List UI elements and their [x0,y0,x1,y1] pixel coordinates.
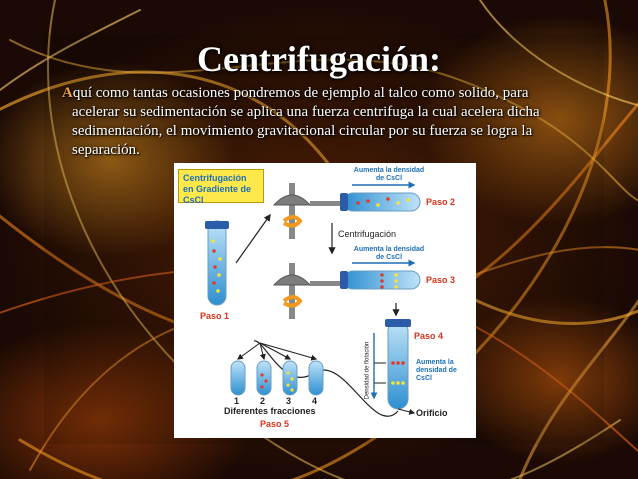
slide-body-text: Aquí como tantas ocasiones pondremos de … [62,84,582,160]
fraction-number-3: 3 [286,396,292,406]
paso4-tube [370,319,416,415]
body-line-3: sedimentación, el movimiento gravitacion… [72,123,533,139]
density-label-right: Aumenta la densidad de CsCl [416,359,457,382]
body-drop-letter: A [62,85,73,101]
rotor-top [272,181,421,239]
paso1-label: Paso 1 [200,311,230,321]
paso5-label: Paso 5 [260,419,290,429]
different-fractions-label: Diferentes fracciones [224,406,316,416]
paso4-label: Paso 4 [414,331,444,341]
cscl-centrifugation-diagram: Centrifugación en Gradiente de CsCl Aume… [174,163,476,438]
paso3-label: Paso 3 [426,275,456,285]
slide-title: Centrifugación: [197,39,441,79]
fraction-tubes [230,342,324,396]
gradient-title-box: Centrifugación en Gradiente de CsCl [178,169,264,205]
fraction-number-4: 4 [312,396,318,406]
density-label-top: Aumenta la densidad de CsCl [353,167,425,182]
diagram-drawing [205,181,421,417]
paso1-tube [205,220,229,306]
paso2-label: Paso 2 [426,197,456,207]
rotor-middle [272,259,421,319]
fraction-number-1: 1 [234,396,240,406]
fraction-number-2: 2 [260,396,266,406]
body-line-4: separación. [72,142,140,158]
body-line-2: acelerar su sedimentación se aplica una … [72,104,540,120]
orifice-label: Orificio [416,408,448,418]
density-label-mid: Aumenta la densidad de CsCl [353,246,425,261]
body-line-1: quí como tantas ocasiones pondremos de e… [72,85,529,101]
centrifugation-label: Centrifugación [338,229,397,239]
buoyant-density-label: Densidad de flotación [364,341,371,400]
